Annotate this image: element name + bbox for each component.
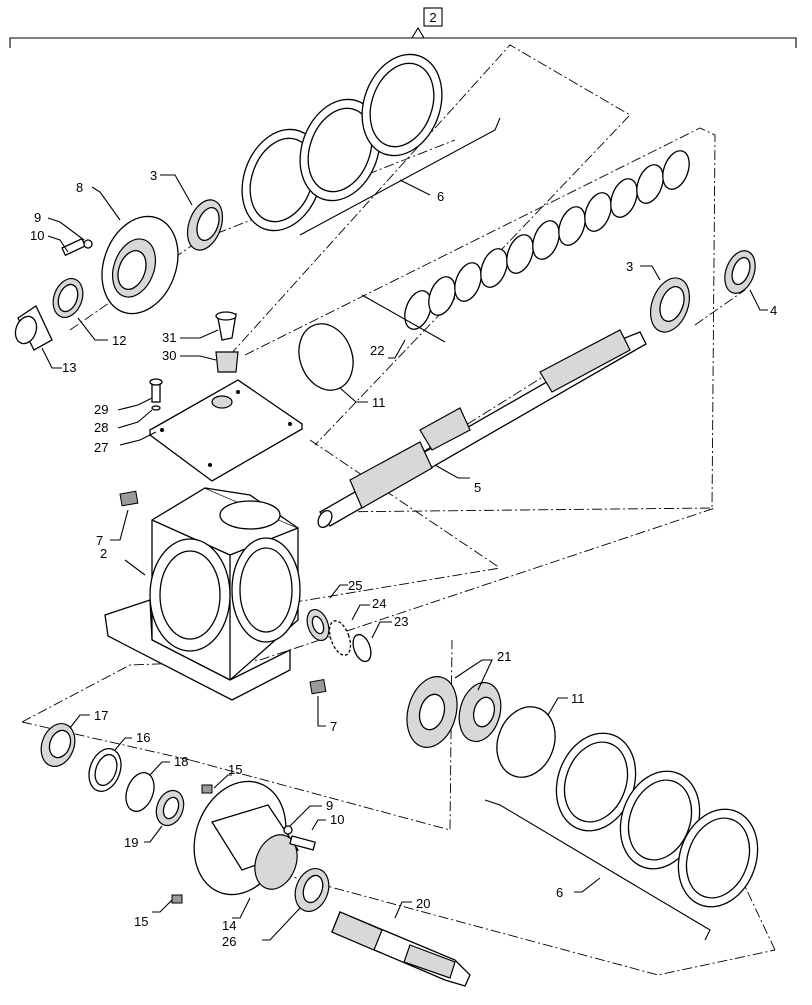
callout-30: 30 bbox=[162, 348, 176, 363]
bearing-left: 3 bbox=[150, 168, 224, 251]
bearing-right-and-seal: 3 4 bbox=[626, 250, 777, 333]
callout-11a: 11 bbox=[372, 395, 386, 410]
callout-25: 25 bbox=[348, 578, 362, 593]
callout-31: 31 bbox=[162, 330, 176, 345]
bevel-gears: 21 bbox=[406, 649, 511, 748]
callout-6a: 6 bbox=[437, 189, 444, 204]
callout-20: 20 bbox=[416, 896, 430, 911]
bearing-cover: 8 bbox=[76, 180, 179, 315]
lower-left-parts: 17 16 18 19 bbox=[40, 708, 188, 850]
nut-washers: 25 24 23 bbox=[306, 578, 408, 663]
callout-9a: 9 bbox=[34, 210, 41, 225]
callout-10b: 10 bbox=[330, 812, 344, 827]
callout-9b: 9 bbox=[326, 798, 333, 813]
callout-15b: 15 bbox=[134, 914, 148, 929]
o-ring-bottom: 11 bbox=[496, 691, 585, 778]
gearbox-housing: 2 bbox=[100, 487, 301, 701]
main-shaft: 5 bbox=[317, 329, 647, 529]
callout-5: 5 bbox=[474, 480, 481, 495]
top-screw: 29 28 bbox=[94, 378, 163, 435]
callout-1: 2 bbox=[429, 10, 436, 25]
callout-6b: 6 bbox=[556, 885, 563, 900]
breather-assembly: 31 30 bbox=[162, 311, 239, 373]
top-cover-plate: 27 bbox=[94, 379, 304, 482]
callout-11b: 11 bbox=[571, 691, 585, 706]
callout-15a: 15 bbox=[228, 762, 242, 777]
callout-12: 12 bbox=[112, 333, 126, 348]
assembly-bracket: 2 bbox=[9, 7, 797, 48]
lower-housing: 15 15 9 10 14 bbox=[134, 762, 344, 933]
callout-18: 18 bbox=[174, 754, 188, 769]
callout-27: 27 bbox=[94, 440, 108, 455]
callout-29: 29 bbox=[94, 402, 108, 417]
callout-2: 2 bbox=[100, 546, 107, 561]
assembly-callout-box bbox=[423, 7, 443, 27]
callout-24: 24 bbox=[372, 596, 386, 611]
callout-17: 17 bbox=[94, 708, 108, 723]
callout-4: 4 bbox=[770, 303, 777, 318]
callout-21: 21 bbox=[497, 649, 511, 664]
callout-13: 13 bbox=[62, 360, 76, 375]
callout-10a: 10 bbox=[30, 228, 44, 243]
plugs: 7 7 bbox=[96, 490, 337, 734]
callout-14: 14 bbox=[222, 918, 236, 933]
callout-22: 22 bbox=[370, 343, 384, 358]
callout-16: 16 bbox=[136, 730, 150, 745]
callout-3a: 3 bbox=[150, 168, 157, 183]
callout-28: 28 bbox=[94, 420, 108, 435]
callout-7b: 7 bbox=[330, 719, 337, 734]
snap-ring-stack: 22 bbox=[361, 150, 690, 359]
screw-upper-left: 9 10 bbox=[30, 210, 93, 257]
o-ring-top: 11 bbox=[298, 323, 386, 410]
gasket-set-top: 6 bbox=[241, 53, 501, 236]
seal-and-bushing: 12 13 bbox=[14, 278, 126, 375]
lower-shaft: 20 bbox=[331, 896, 471, 987]
callout-19: 19 bbox=[124, 835, 138, 850]
seal-lower: 26 bbox=[222, 868, 330, 949]
callout-3b: 3 bbox=[626, 259, 633, 274]
callout-26: 26 bbox=[222, 934, 236, 949]
callout-7a: 7 bbox=[96, 533, 103, 548]
callout-23: 23 bbox=[394, 614, 408, 629]
gasket-set-bottom: 6 bbox=[484, 732, 759, 941]
callout-8: 8 bbox=[76, 180, 83, 195]
